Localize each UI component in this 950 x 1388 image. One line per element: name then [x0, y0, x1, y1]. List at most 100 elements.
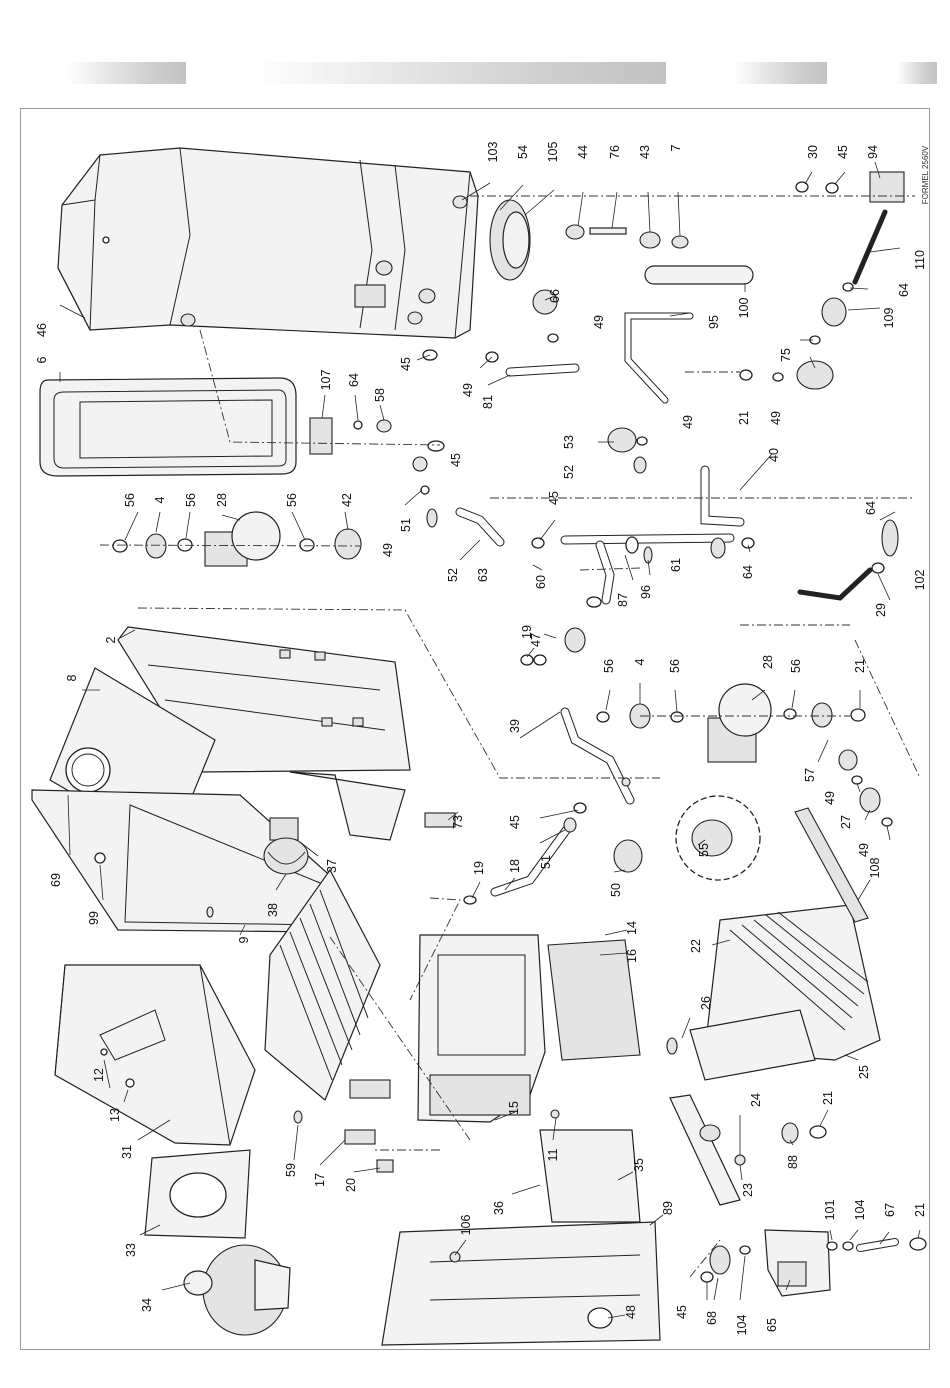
part-label: 35 [632, 1158, 646, 1172]
part-label: 69 [49, 873, 63, 887]
part-label: 61 [669, 558, 683, 572]
part-label: 2 [104, 636, 118, 643]
part-label: 11 [546, 1148, 560, 1161]
part-label: 109 [882, 308, 896, 329]
part-label: 56 [285, 493, 299, 507]
part-label: 45 [836, 145, 850, 159]
part-label: 89 [661, 1201, 675, 1215]
part-label: 17 [313, 1173, 327, 1187]
part-label: 100 [737, 298, 751, 319]
part-label: 94 [866, 145, 880, 159]
part-label: 42 [340, 493, 354, 507]
part-label: 38 [266, 903, 280, 917]
tank-46 [57, 147, 479, 339]
part-label: 64 [347, 373, 361, 387]
part-label: 24 [749, 1093, 763, 1107]
part-label: 73 [451, 815, 465, 829]
part-label: 49 [461, 383, 475, 397]
flue-hood-31 [54, 964, 256, 1146]
part-label: 49 [823, 791, 837, 805]
part-label: 103 [486, 142, 500, 163]
part-label: 6 [35, 356, 49, 363]
part-label: 81 [481, 395, 495, 409]
part-label: 21 [821, 1091, 835, 1105]
pipe-18 [490, 820, 575, 897]
part-label: 102 [913, 570, 927, 591]
part-label: 44 [576, 145, 590, 159]
part-label: 96 [639, 585, 653, 599]
part-label: 76 [608, 145, 622, 159]
part-label: 48 [624, 1305, 638, 1319]
pipe-110 [852, 209, 888, 285]
part-label: 49 [592, 315, 606, 329]
pipe-63 [455, 507, 505, 547]
part-label: 50 [609, 883, 623, 897]
part-label: 15 [507, 1101, 521, 1115]
fan-34 [183, 1244, 291, 1336]
expansion-vessel-6 [39, 377, 297, 477]
part-label: 40 [767, 448, 781, 462]
part-label: 33 [124, 1243, 138, 1257]
part-label: 45 [508, 815, 522, 829]
front-panel-89 [381, 1221, 661, 1346]
part-label: 66 [548, 289, 562, 303]
part-labels: 103 54 105 44 76 43 7 30 45 94 110 46 10… [35, 142, 927, 1336]
part-label: 34 [140, 1298, 154, 1312]
header-bar-2 [254, 62, 666, 84]
part-label: 75 [779, 348, 793, 362]
part-label: 49 [381, 543, 395, 557]
part-label: 54 [516, 145, 530, 159]
part-label: 88 [786, 1155, 800, 1169]
assembly-lines [99, 195, 921, 1278]
part-label: 64 [864, 501, 878, 515]
part-label: 45 [449, 453, 463, 467]
part-label: 26 [699, 996, 713, 1010]
part-label: 67 [883, 1203, 897, 1217]
part-label: 58 [373, 388, 387, 402]
part-label: 7 [669, 144, 683, 151]
part-label: 52 [446, 568, 460, 582]
part-label: 59 [284, 1163, 298, 1177]
part-label: 45 [399, 357, 413, 371]
combustion-chamber-15 [417, 934, 546, 1123]
part-label: 68 [705, 1311, 719, 1325]
part-label: 57 [803, 768, 817, 782]
part-label: 56 [789, 659, 803, 673]
part-label: 36 [492, 1201, 506, 1215]
part-label: 56 [602, 659, 616, 673]
part-label: 4 [633, 658, 647, 665]
part-label: 106 [459, 1215, 473, 1236]
part-label: 65 [765, 1318, 779, 1332]
flue-plate-33 [144, 1149, 251, 1239]
part-label: 21 [737, 411, 751, 425]
part-label: 18 [508, 859, 522, 873]
part-label: 47 [529, 633, 543, 647]
part-label: 52 [562, 465, 576, 479]
part-label: 45 [547, 491, 561, 505]
part-label: 56 [184, 493, 198, 507]
part-label: 49 [681, 415, 695, 429]
part-label: 105 [546, 142, 560, 163]
part-label: 43 [638, 145, 652, 159]
part-label: 9 [237, 936, 251, 943]
detail-55 [675, 795, 761, 881]
small-fittings [94, 171, 927, 1283]
part-label: 19 [472, 861, 486, 875]
part-label: 63 [476, 568, 490, 582]
part-label: 60 [534, 575, 548, 589]
pipe-manifold-87 [560, 533, 735, 605]
part-label: 49 [769, 411, 783, 425]
part-label: 12 [92, 1068, 106, 1082]
heat-exchanger-17 [264, 868, 391, 1145]
pipe-81 [505, 363, 580, 377]
drawing-frame [20, 108, 930, 1350]
leader-lines [59, 161, 921, 1319]
drawing-code: FORMEL 2560V [921, 145, 930, 204]
pump-28-upper [145, 511, 281, 567]
part-label: 99 [87, 911, 101, 925]
part-label: 19 [520, 625, 534, 639]
part-label: 104 [853, 1200, 867, 1221]
part-label: 21 [853, 659, 867, 673]
part-label: 51 [539, 855, 553, 869]
